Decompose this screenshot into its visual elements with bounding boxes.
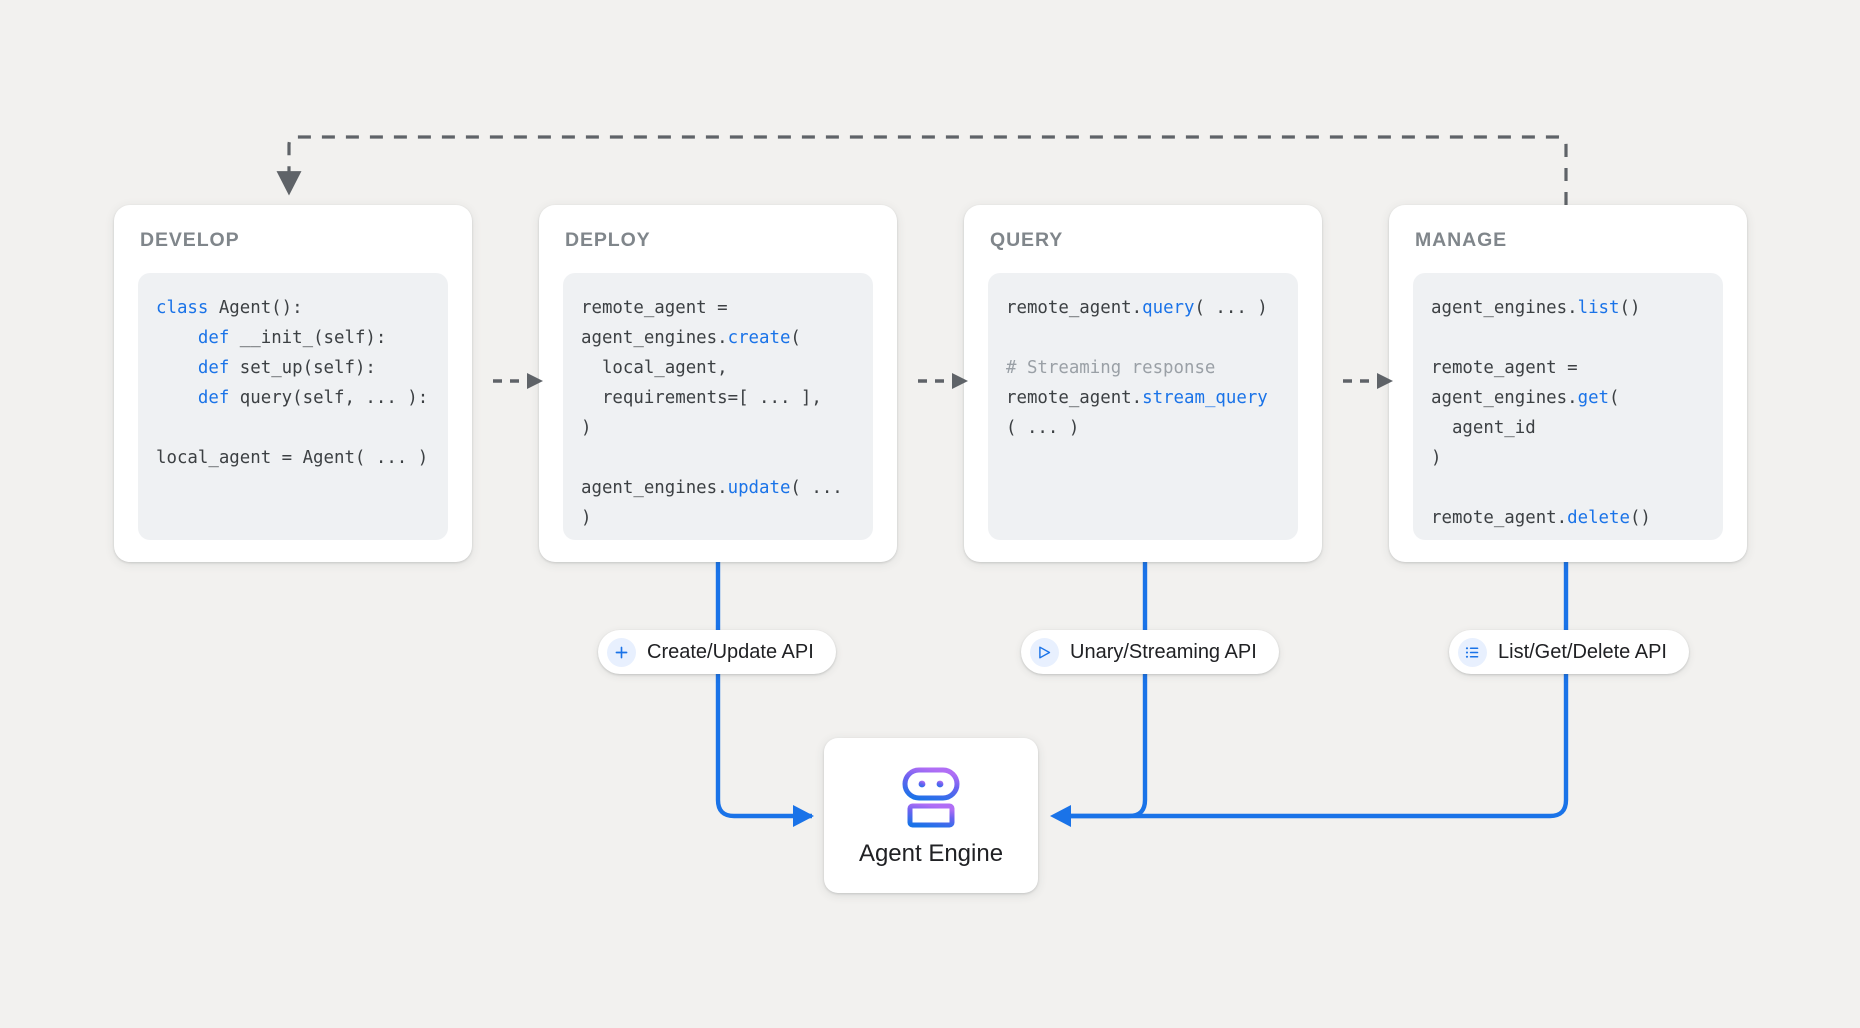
send-triangle-icon <box>1030 637 1059 667</box>
api-pill-label: Unary/Streaming API <box>1070 641 1257 663</box>
stage-card-manage[interactable]: MANAGE agent_engines.list() remote_agent… <box>1389 205 1747 562</box>
code-block-query: remote_agent.query( ... ) # Streaming re… <box>988 272 1298 540</box>
code-block-deploy: remote_agent = agent_engines.create( loc… <box>563 272 873 540</box>
step-arrow-query-to-manage <box>1343 373 1393 389</box>
api-pill-unary-streaming[interactable]: Unary/Streaming API <box>1021 630 1279 674</box>
step-arrow-develop-to-deploy <box>493 373 543 389</box>
plus-icon <box>607 637 636 667</box>
robot-icon <box>902 767 960 827</box>
stage-card-query[interactable]: QUERY remote_agent.query( ... ) # Stream… <box>964 205 1322 562</box>
stage-title-deploy: DEPLOY <box>565 229 651 251</box>
api-pill-label: Create/Update API <box>647 641 814 663</box>
stage-title-query: QUERY <box>990 229 1064 251</box>
api-pill-list-get-delete[interactable]: List/Get/Delete API <box>1449 630 1689 674</box>
stage-card-deploy[interactable]: DEPLOY remote_agent = agent_engines.crea… <box>539 205 897 562</box>
api-pill-create-update[interactable]: Create/Update API <box>598 630 836 674</box>
step-arrow-deploy-to-query <box>918 373 968 389</box>
agent-engine-label: Agent Engine <box>858 839 1004 867</box>
code-block-develop: class Agent(): def __init_(self): def se… <box>138 272 448 540</box>
feedback-loop-dashed-arrow <box>276 135 1568 205</box>
stage-title-manage: MANAGE <box>1415 229 1508 251</box>
stage-title-develop: DEVELOP <box>140 229 240 251</box>
manage-to-engine-wire <box>1050 560 1569 827</box>
code-block-manage: agent_engines.list() remote_agent = agen… <box>1413 272 1723 540</box>
query-to-engine-wire <box>1066 560 1148 819</box>
list-icon <box>1458 637 1487 667</box>
api-pill-label: List/Get/Delete API <box>1498 641 1667 663</box>
stage-card-develop[interactable]: DEVELOP class Agent(): def __init_(self)… <box>114 205 472 562</box>
agent-engine-node[interactable]: Agent Engine <box>824 738 1038 893</box>
deploy-to-engine-wire <box>715 560 814 827</box>
